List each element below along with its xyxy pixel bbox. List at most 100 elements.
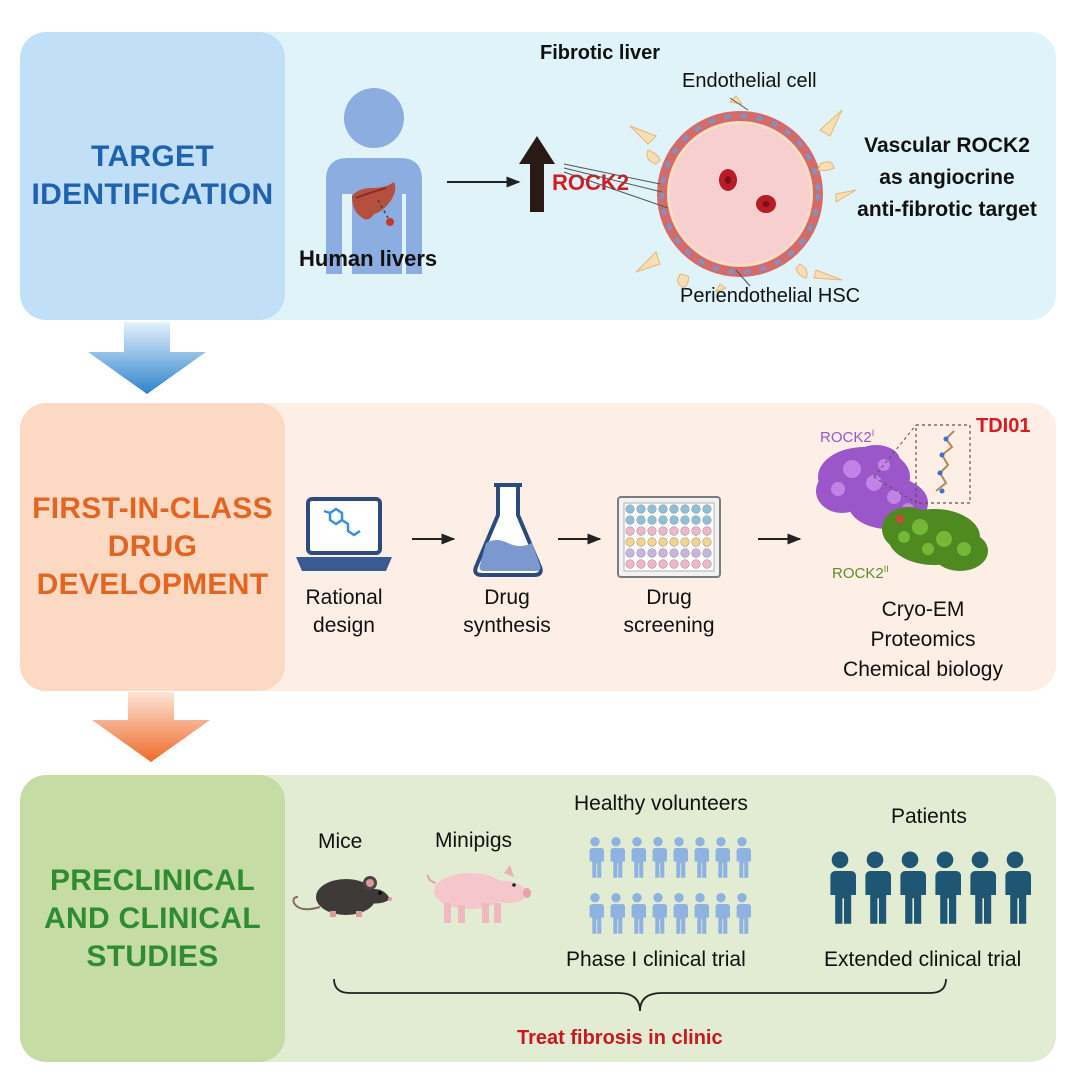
panel2-title-line1: FIRST-IN-CLASS: [32, 492, 273, 525]
periendothelial-hsc-label: Periendothelial HSC: [680, 285, 861, 307]
laptop-molecule-icon: [296, 497, 392, 571]
method-cryo-em: Cryo-EM: [881, 598, 965, 621]
step3-line2: screening: [623, 614, 715, 637]
well-plate-icon: [617, 496, 721, 578]
step1-label: Rational design: [294, 584, 394, 640]
endothelial-cell-label: Endothelial cell: [682, 70, 817, 92]
volunteer-person-icon: [609, 893, 625, 934]
step2-label: Drug synthesis: [452, 584, 562, 640]
rock2-i-sup: I: [871, 428, 875, 438]
step1-line2-text: design: [313, 614, 375, 637]
target-identification-panel: TARGET IDENTIFICATION Human livers ROCK2…: [20, 32, 1056, 320]
volunteer-person-icon: [735, 893, 751, 934]
volunteer-grid: [588, 837, 751, 934]
well: [702, 526, 712, 536]
panel1-title-line2: IDENTIFICATION: [31, 178, 274, 211]
panel3-title-line2: AND CLINICAL: [44, 901, 261, 935]
method-chemical-biology: Chemical biology: [843, 658, 1003, 681]
vascular-rock2-statement: Vascular ROCK2 as angiocrine anti-fibrot…: [842, 130, 1052, 226]
well: [647, 548, 657, 558]
down-arrow-blue: [88, 322, 206, 394]
volunteer-person-icon: [588, 837, 604, 878]
mouse-icon: [292, 876, 392, 917]
patient-person-icon: [898, 851, 926, 924]
well: [647, 537, 657, 547]
well: [647, 515, 657, 525]
drug-development-panel: FIRST-IN-CLASS DRUG DEVELOPMENT Rational…: [20, 403, 1056, 691]
patient-person-icon: [933, 851, 961, 924]
well: [691, 504, 701, 514]
vascular-line2: as angiocrine: [879, 166, 1015, 189]
well: [691, 526, 701, 536]
well: [658, 537, 668, 547]
patient-person-icon: [1003, 851, 1031, 924]
patients-label: Patients: [891, 805, 967, 828]
step3-line1: Drug: [646, 586, 692, 609]
fibrotic-vessel-illustration: [563, 95, 857, 293]
mice-label: Mice: [318, 830, 363, 853]
well: [702, 537, 712, 547]
flow-arrow: [758, 533, 802, 545]
well: [691, 559, 701, 569]
well: [680, 537, 690, 547]
extended-label: Extended clinical trial: [824, 948, 1022, 971]
patient-person-icon: [968, 851, 996, 924]
panel1-title-line1: TARGET: [91, 140, 214, 173]
human-livers-label: Human livers: [299, 246, 438, 271]
well: [680, 504, 690, 514]
methods-list: Cryo-EM Proteomics Chemical biology: [820, 595, 1026, 685]
patient-person-icon: [863, 851, 891, 924]
tdi01-label: TDI01: [976, 415, 1031, 437]
well: [647, 526, 657, 536]
volunteer-person-icon: [693, 893, 709, 934]
drug-development-header: FIRST-IN-CLASS DRUG DEVELOPMENT: [20, 403, 285, 691]
volunteer-person-icon: [735, 837, 751, 878]
well: [669, 548, 679, 558]
well: [658, 504, 668, 514]
well: [702, 548, 712, 558]
panel3-title-line1: PRECLINICAL: [50, 863, 255, 897]
volunteer-person-icon: [672, 837, 688, 878]
volunteer-person-icon: [651, 893, 667, 934]
well: [669, 537, 679, 547]
minipigs-label: Minipigs: [435, 829, 513, 852]
well: [636, 548, 646, 558]
volunteer-person-icon: [714, 837, 730, 878]
panel3-title-line3: STUDIES: [86, 939, 219, 973]
well: [636, 559, 646, 569]
well: [658, 548, 668, 558]
panel2-title-line3: DEVELOPMENT: [36, 568, 269, 601]
treat-fibrosis-label: Treat fibrosis in clinic: [517, 1027, 723, 1049]
upregulation-arrow-icon: [519, 136, 555, 212]
volunteer-person-icon: [630, 837, 646, 878]
well: [691, 515, 701, 525]
down-arrow-orange: [92, 692, 210, 762]
rock2-i-label: ROCK2I: [820, 428, 874, 446]
flow-arrow: [447, 176, 521, 188]
well: [680, 548, 690, 558]
volunteer-person-icon: [609, 837, 625, 878]
well: [625, 515, 635, 525]
well: [636, 504, 646, 514]
rock2-ii-text: ROCK2: [832, 565, 884, 582]
well: [647, 559, 657, 569]
well: [658, 515, 668, 525]
well: [669, 559, 679, 569]
well: [636, 537, 646, 547]
well: [669, 526, 679, 536]
well: [625, 559, 635, 569]
preclinical-clinical-panel: PRECLINICAL AND CLINICAL STUDIES Mice Mi…: [20, 775, 1056, 1062]
rock2-ii-sup: II: [883, 564, 889, 574]
target-identification-header: TARGET IDENTIFICATION: [20, 32, 285, 320]
well: [647, 504, 657, 514]
well: [680, 515, 690, 525]
well: [625, 504, 635, 514]
rock2-label: ROCK2: [552, 170, 630, 195]
step1-line1: Rational: [305, 586, 383, 609]
volunteer-person-icon: [588, 893, 604, 934]
volunteer-person-icon: [630, 893, 646, 934]
curly-brace: [333, 978, 947, 1012]
method-proteomics: Proteomics: [870, 628, 976, 651]
well: [691, 537, 701, 547]
rock2-ii-label: ROCK2II: [832, 564, 889, 582]
